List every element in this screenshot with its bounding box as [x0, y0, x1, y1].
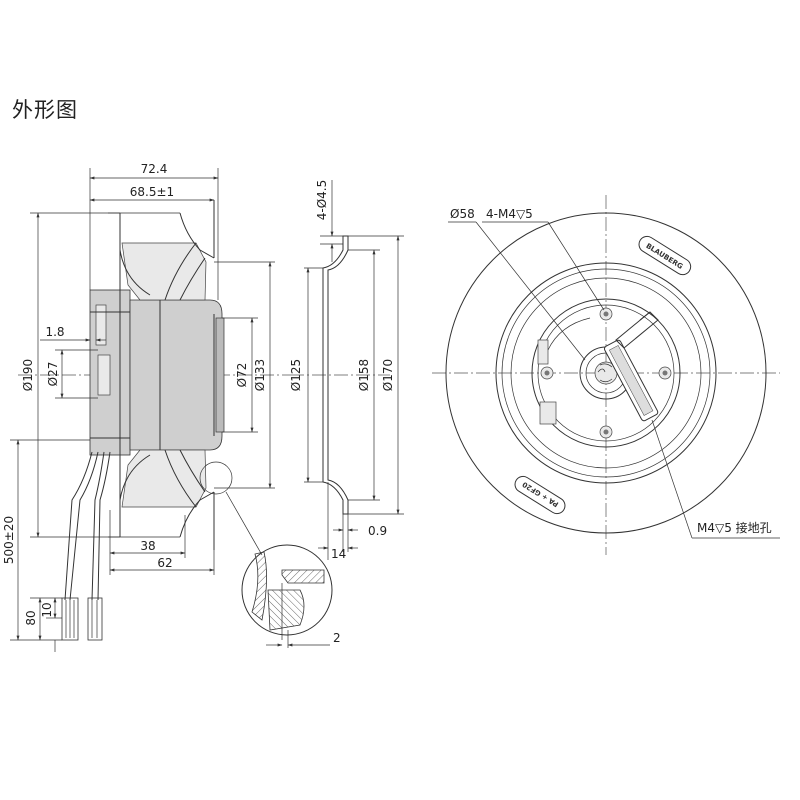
dim-inlet-diameter: Ø133 [253, 359, 267, 391]
impeller-blade-bottom [121, 449, 207, 508]
cable-wire-1 [64, 451, 93, 601]
dim-flange-offset: 1.8 [45, 325, 64, 339]
dim-hub-diameter: Ø72 [235, 363, 249, 388]
dim-motor-flange: Ø27 [46, 362, 60, 387]
cable-wire-2 [91, 451, 105, 601]
side-view: 72.4 68.5±1 Ø190 Ø27 1.8 Ø72 Ø133 38 62 … [2, 162, 290, 652]
dim-depth-to-rim: 62 [157, 556, 172, 570]
dim-wire-end: 10 [40, 602, 54, 617]
shroud-top [179, 212, 215, 259]
inlet-ring-view: Ø125 Ø158 Ø170 4-Ø4.5 0.9 14 [289, 180, 404, 561]
dim-inlet-mid: Ø158 [357, 359, 371, 391]
dim-inlet-outer: Ø170 [381, 359, 395, 391]
page-title: 外形图 [12, 98, 78, 122]
inlet-rim [495, 262, 717, 484]
detail-view: 2 [241, 544, 341, 648]
dim-gap: 2 [333, 631, 341, 645]
dim-strip-length: 80 [24, 610, 38, 625]
motor-body [129, 299, 223, 451]
connector-block [95, 304, 107, 346]
dim-sheet-thickness: 0.9 [368, 524, 387, 538]
front-view: BLAUBERG PA + GF20 Ø58 4-M4▽5 M4▽5 接地孔 [432, 195, 780, 555]
detail-circle [241, 544, 333, 636]
motor-shaft [97, 354, 111, 396]
dim-flange-holes: 4-Ø4.5 [315, 180, 329, 221]
dim-inlet-inner: Ø125 [289, 359, 303, 391]
dim-hub-depth: 38 [140, 539, 155, 553]
dim-outer-diameter: Ø190 [21, 359, 35, 391]
shroud-bottom [179, 491, 215, 538]
dim-mount-holes: 4-M4▽5 [486, 207, 533, 221]
impeller-blade-top [121, 242, 207, 301]
dim-ground-hole: M4▽5 接地孔 [697, 520, 772, 535]
motor-hub [531, 298, 681, 448]
dim-hub-circle: Ø58 [450, 207, 475, 221]
dim-wheel-depth: 68.5±1 [130, 185, 174, 199]
detail-marker [199, 461, 233, 495]
outer-rim [445, 212, 767, 534]
dim-cable-length: 500±20 [2, 516, 16, 564]
dim-overall-depth: 72.4 [141, 162, 168, 176]
dim-flange-depth: 14 [331, 547, 346, 561]
